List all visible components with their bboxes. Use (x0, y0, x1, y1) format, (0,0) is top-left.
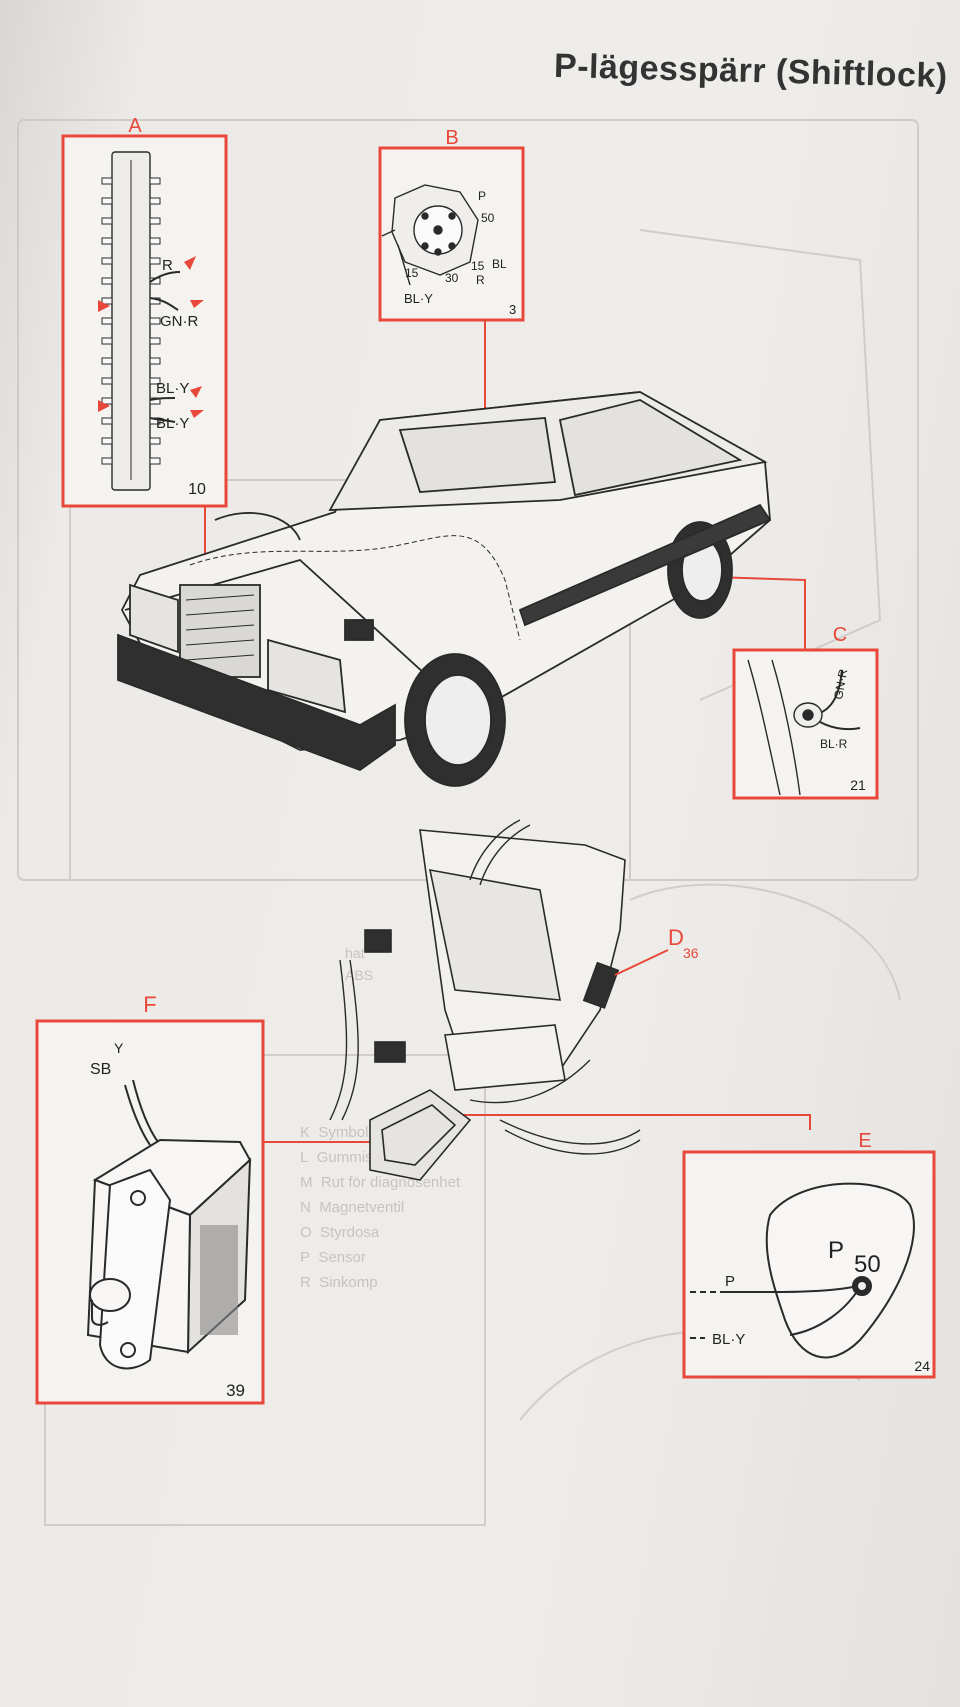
ghost-legend-item: L (300, 1149, 309, 1166)
wire-label-a-bly-1: BL·Y (156, 380, 189, 397)
pin-label-b-30: 30 (445, 271, 459, 285)
wire-label-c-gnr: GN·R (831, 668, 850, 701)
wire-label-a-bly-2: BL·Y (156, 415, 189, 432)
panel-e-letter: E (858, 1130, 871, 1152)
panel-c-number: 21 (850, 777, 866, 793)
label-d-leader (614, 949, 669, 976)
panel-b-number: 3 (509, 302, 516, 317)
pin-label-b-15a: 15 (405, 266, 419, 280)
pin-label-e-p: P (828, 1237, 844, 1264)
wire-label-f-sb: SB (90, 1061, 111, 1078)
pin-label-b-50: 50 (481, 211, 495, 225)
ghost-legend-item: N (300, 1199, 311, 1216)
ghost-legend-item: R (300, 1274, 311, 1291)
wire-label-e-p: P (725, 1273, 735, 1290)
ghost-text-line: hat (345, 945, 365, 961)
ignition-switch-b (381, 184, 479, 286)
pin-label-b-p: P (478, 189, 486, 203)
pin-label-b-r: R (476, 273, 485, 287)
panel-a-number: 10 (188, 481, 206, 498)
connector-pins-a (101, 177, 161, 465)
panel-f-letter: F (143, 992, 156, 1017)
label-d: D 36 (614, 925, 699, 976)
pin-label-e-50: 50 (854, 1251, 881, 1278)
switch-c (747, 659, 861, 796)
panel-e-number: 24 (914, 1358, 930, 1374)
arrows-a (98, 256, 204, 418)
panel-a: A 10 R GN·R BL·Y BL·Y (61, 115, 228, 508)
pin-label-b-15b: 15 (471, 259, 485, 273)
switch-e (765, 1182, 915, 1359)
panel-b: B 3 P 50 15 30 15 BL R BL·Y (378, 127, 525, 322)
wire-label-f-y: Y (114, 1040, 124, 1056)
wires-a (149, 271, 181, 423)
ghost-legend-item: Rut för diagnosenhet (320, 1174, 461, 1191)
panel-f: F 39 SB Y (35, 992, 265, 1405)
panel-c-letter: C (833, 624, 847, 646)
wire-label-a-gnr: GN·R (160, 313, 198, 330)
ghost-legend-item: Sinkomp (319, 1274, 378, 1291)
pin-label-b-bl: BL (492, 257, 507, 271)
wire-label-a-r: R (162, 257, 173, 274)
ghost-drawing (17, 119, 919, 1526)
label-d-letter: D (668, 925, 684, 950)
car-illustration (117, 391, 772, 787)
wires-e (690, 1285, 859, 1339)
label-d-number: 36 (683, 945, 699, 961)
ghost-legend-item: M (300, 1174, 313, 1191)
solenoid-texture (200, 1225, 238, 1335)
panel-c: C 21 GN·R BL·R (732, 624, 879, 800)
panel-e: E 24 P 50 P BL·Y (682, 1130, 936, 1379)
ghost-legend-item: Sensor (318, 1249, 366, 1266)
ghost-legend-item: Styrdosa (320, 1224, 380, 1241)
solenoid-f (86, 1079, 252, 1370)
ghost-legend-item: O (300, 1224, 312, 1241)
panel-a-letter: A (128, 115, 142, 137)
gear-selector-illustration (329, 819, 641, 1181)
panel-f-number: 39 (226, 1381, 245, 1400)
ghost-legend-item: Magnetventil (319, 1199, 405, 1216)
wire-label-b-bly: BL·Y (404, 291, 433, 306)
ghost-legend-item: P (300, 1249, 311, 1266)
panel-b-letter: B (445, 127, 458, 149)
wire-label-e-bly: BL·Y (712, 1331, 745, 1348)
ghost-legend: K Symbol ABS L Gummistopp M Rut för diag… (300, 1120, 460, 1295)
wire-label-c-blr: BL·R (820, 737, 848, 751)
ghost-legend-item: K (300, 1124, 311, 1141)
connector-block-a (111, 151, 151, 491)
